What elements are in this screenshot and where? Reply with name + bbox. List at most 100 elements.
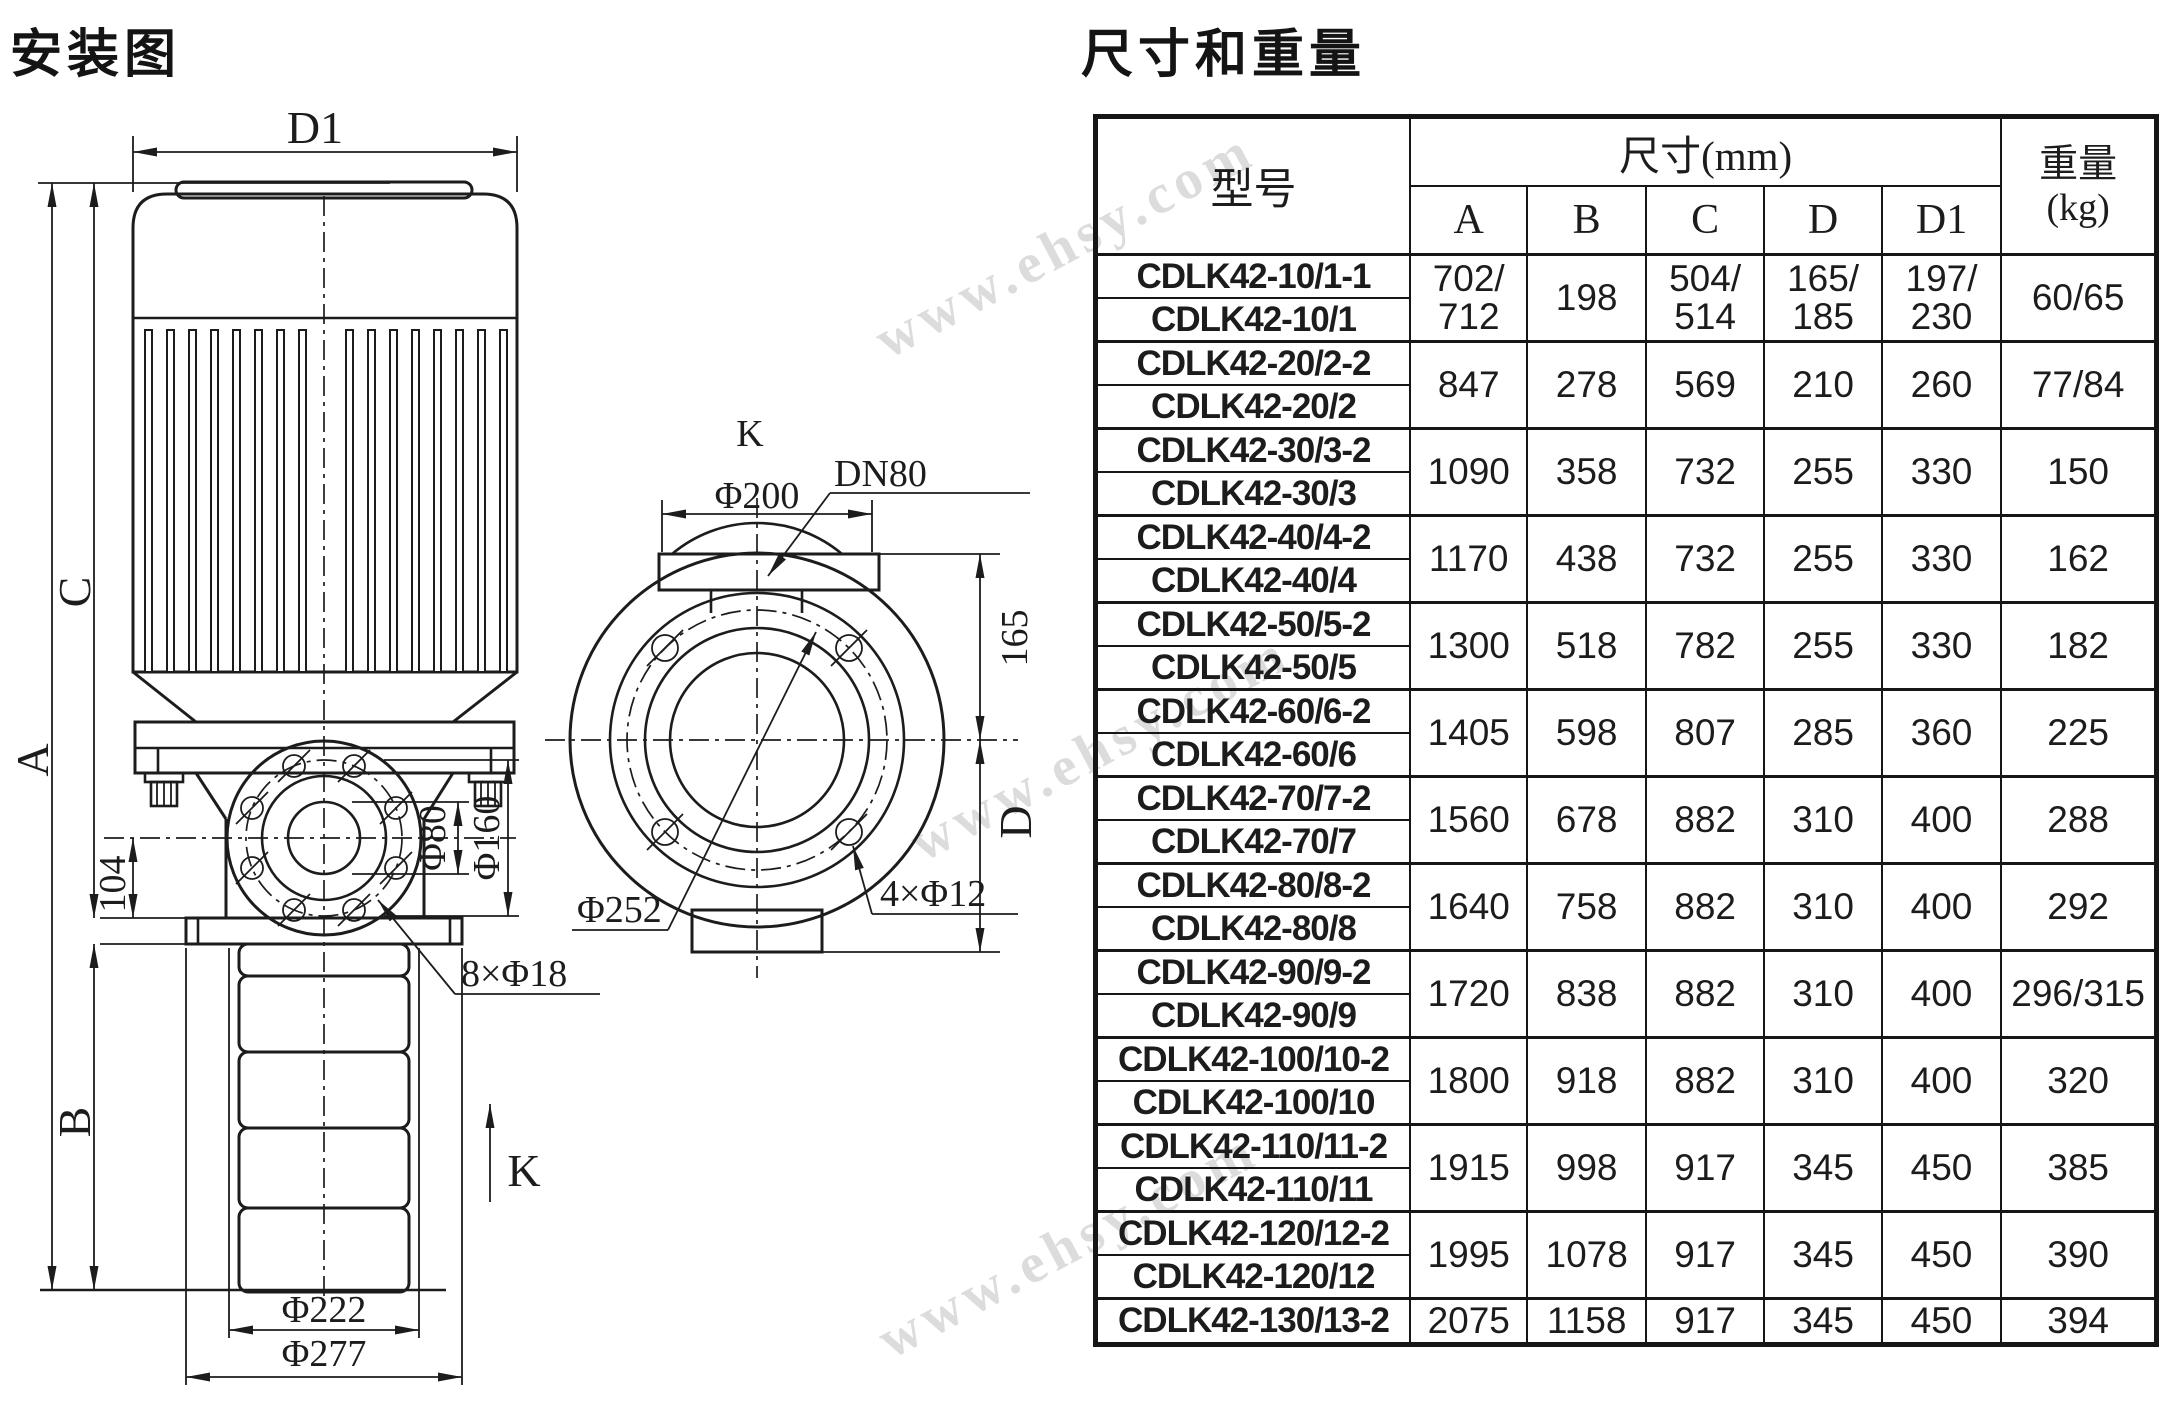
dim-label-phi160: Φ160 xyxy=(466,796,508,881)
table-row: CDLK42-40/4-2 1170 438 732 255 330 162 xyxy=(1094,514,2158,604)
kview-bottom-tab xyxy=(690,908,824,954)
dim-a-cell: 847 xyxy=(1409,340,1529,430)
dim-a-cell: 1995 xyxy=(1409,1210,1529,1300)
table-row: CDLK42-90/9-2 1720 838 882 310 400 296/3… xyxy=(1094,949,2158,1039)
dim-c-cell: 732 xyxy=(1644,427,1766,517)
foundation-bolts xyxy=(143,771,509,808)
weight-cell: 296/315 xyxy=(2000,949,2158,1039)
dimensions-weight-title: 尺寸和重量 xyxy=(1081,26,1367,84)
kview-bolt-circle xyxy=(626,609,888,871)
dim-d1-cell: 330 xyxy=(1880,427,2003,517)
dim-b-cell: 438 xyxy=(1526,514,1647,604)
dim-b-cell: 838 xyxy=(1526,949,1647,1039)
table-subheader-row: A B C D D1 xyxy=(1096,185,2157,256)
header-b: B xyxy=(1526,185,1647,256)
header-weight: 重量 (kg) xyxy=(2000,115,2158,256)
dim-c-cell: 882 xyxy=(1644,1036,1766,1126)
dim-label-d1: D1 xyxy=(287,102,343,153)
installation-diagram: D1 A C B 104 Φ80 Φ160 8×Φ18 xyxy=(7,102,1041,1385)
dim-c-cell: 732 xyxy=(1644,514,1766,604)
table-row: CDLK42-90/9 xyxy=(1094,993,2157,1039)
motor-cone xyxy=(132,670,518,724)
kview-flange-circle xyxy=(608,591,906,889)
table-row: CDLK42-20/2 xyxy=(1094,384,2157,430)
dim-d1-cell: 400 xyxy=(1880,775,2003,865)
weight-cell: 394 xyxy=(2000,1297,2158,1346)
dim-d-cell: 310 xyxy=(1763,1036,1883,1126)
model-cell: CDLK42-40/4 xyxy=(1094,558,1412,604)
kview-neck xyxy=(709,590,804,613)
dim-d1-cell: 197/ 230 xyxy=(1880,253,2003,343)
dim-label-8xphi18: 8×Φ18 xyxy=(461,953,567,995)
model-cell: CDLK42-130/13-2 xyxy=(1094,1297,1412,1346)
motor-cap xyxy=(174,180,474,200)
dim-label-c: C xyxy=(49,577,100,608)
header-dimensions: 尺寸(mm) xyxy=(1409,115,2003,187)
dim-d1-cell: 450 xyxy=(1880,1210,2003,1300)
model-cell: CDLK42-110/11 xyxy=(1094,1167,1412,1213)
dim-d1-cell: 400 xyxy=(1880,1036,2003,1126)
model-cell: CDLK42-90/9-2 xyxy=(1094,949,1412,995)
table-row: CDLK42-60/6-2 1405 598 807 285 360 225 xyxy=(1094,688,2158,778)
model-cell: CDLK42-100/10-2 xyxy=(1094,1036,1412,1082)
dim-d-cell: 310 xyxy=(1763,949,1883,1039)
dim-label-phi80: Φ80 xyxy=(412,805,454,871)
model-cell: CDLK42-80/8-2 xyxy=(1094,862,1412,908)
table-row: CDLK42-70/7 xyxy=(1094,819,2157,865)
model-cell: CDLK42-70/7-2 xyxy=(1094,775,1412,821)
dim-b-cell: 518 xyxy=(1526,601,1647,691)
dim-label-165: 165 xyxy=(994,610,1036,667)
kview-title: K xyxy=(736,413,764,455)
dim-a-cell: 1090 xyxy=(1409,427,1529,517)
header-d1: D1 xyxy=(1880,185,2003,256)
dim-label-a: A xyxy=(7,743,58,776)
dim-a-cell: 1800 xyxy=(1409,1036,1529,1126)
model-cell: CDLK42-110/11-2 xyxy=(1094,1123,1412,1169)
weight-cell: 77/84 xyxy=(2000,340,2158,430)
table-row: CDLK42-70/7-2 1560 678 882 310 400 288 xyxy=(1094,775,2158,865)
table-row: CDLK42-40/4 xyxy=(1094,558,2157,604)
dim-label-b: B xyxy=(49,1107,100,1138)
kview-dimensions: Φ200 DN80 165 D Φ252 4×Φ12 xyxy=(572,453,1041,953)
model-cell: CDLK42-20/2 xyxy=(1094,384,1412,430)
dim-d1-cell: 330 xyxy=(1880,601,2003,691)
dim-d1-cell: 330 xyxy=(1880,514,2003,604)
dim-a-cell: 1560 xyxy=(1409,775,1529,865)
dim-c-cell: 917 xyxy=(1644,1123,1766,1213)
dim-b-cell: 998 xyxy=(1526,1123,1647,1213)
table-row: CDLK42-100/10 xyxy=(1094,1080,2157,1126)
dim-d1-cell: 400 xyxy=(1880,862,2003,952)
model-cell: CDLK42-80/8 xyxy=(1094,906,1412,952)
dimensions-weight-table: 型号 尺寸(mm) 重量 (kg) A B C D D1 CDLK42-10/1… xyxy=(1093,114,2159,1347)
table-row: CDLK42-10/1-1 702/ 712 198 504/ 514 165/… xyxy=(1094,253,2158,343)
dim-label-phi222: Φ222 xyxy=(282,1289,367,1331)
dim-b-cell: 1158 xyxy=(1526,1297,1647,1346)
model-cell: CDLK42-70/7 xyxy=(1094,819,1412,865)
dim-c-cell: 882 xyxy=(1644,775,1766,865)
dim-a-cell: 2075 xyxy=(1409,1297,1529,1346)
dim-label-d: D xyxy=(990,805,1041,838)
dim-d-cell: 345 xyxy=(1763,1210,1883,1300)
table-row: CDLK42-80/8 xyxy=(1094,906,2157,952)
dim-d1-cell: 260 xyxy=(1880,340,2003,430)
flange-front xyxy=(225,739,423,937)
header-model: 型号 xyxy=(1094,115,1412,256)
pump-k-view: K Φ200 DN80 xyxy=(545,413,1041,978)
dim-a-cell: 1405 xyxy=(1409,688,1529,778)
table-row: CDLK42-20/2-2 847 278 569 210 260 77/84 xyxy=(1094,340,2158,430)
dim-a-cell: 702/ 712 xyxy=(1409,253,1529,343)
dim-b-cell: 678 xyxy=(1526,775,1647,865)
dim-d1-cell: 360 xyxy=(1880,688,2003,778)
kview-inner-circle xyxy=(643,626,871,854)
pump-barrel xyxy=(237,942,411,1294)
lantern-bracket xyxy=(194,772,455,918)
dim-d-cell: 165/ 185 xyxy=(1763,253,1883,343)
table-row: CDLK42-100/10-2 1800 918 882 310 400 320 xyxy=(1094,1036,2158,1126)
dim-d-cell: 345 xyxy=(1763,1297,1883,1346)
kview-discharge-flange xyxy=(657,552,881,592)
dim-b-cell: 278 xyxy=(1526,340,1647,430)
model-cell: CDLK42-50/5-2 xyxy=(1094,601,1412,647)
model-cell: CDLK42-20/2-2 xyxy=(1094,340,1412,386)
table-row: CDLK42-120/12-2 1995 1078 917 345 450 39… xyxy=(1094,1210,2158,1300)
